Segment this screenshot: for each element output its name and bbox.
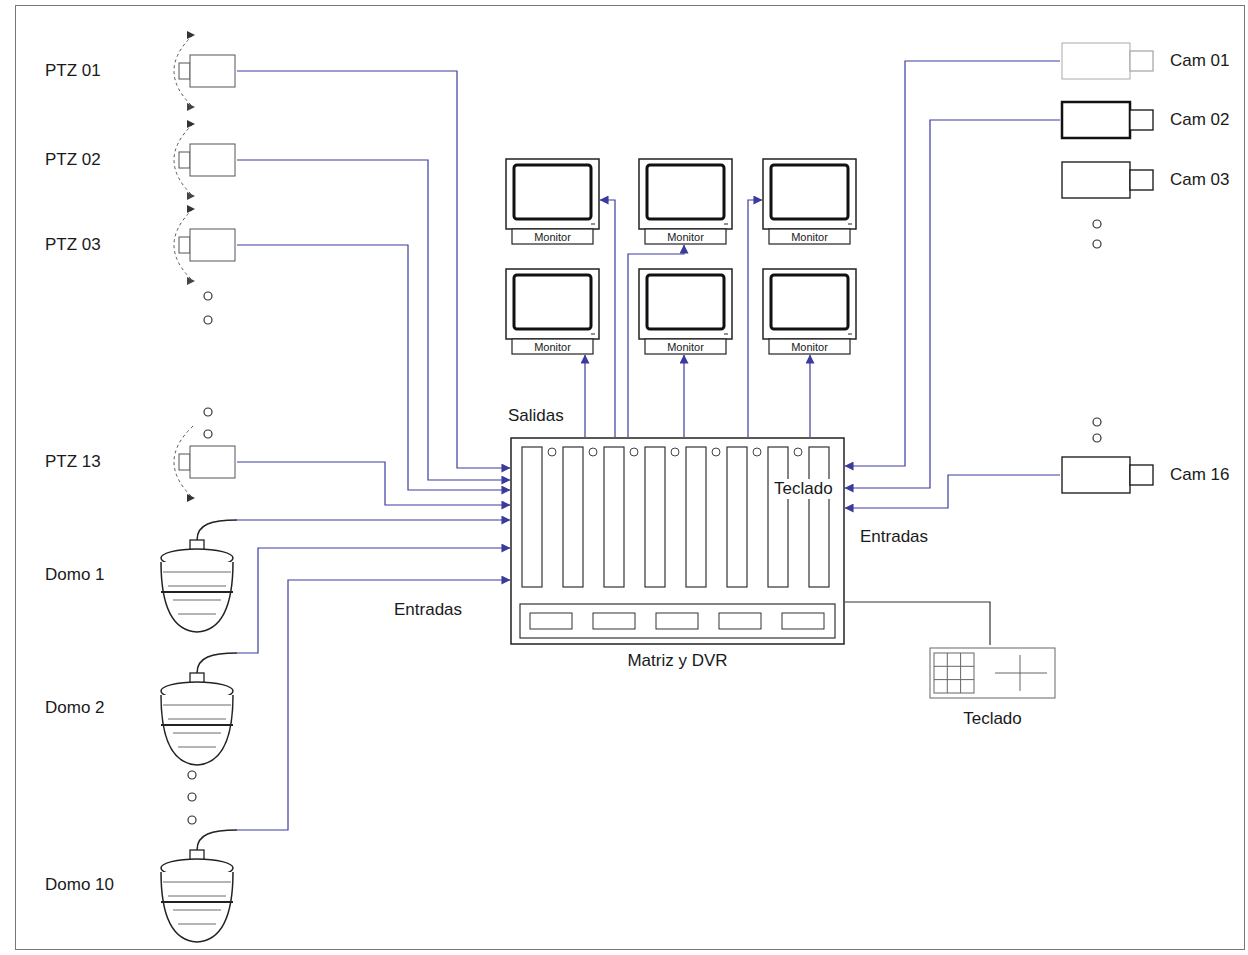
node-label: Teclado (925, 709, 1060, 729)
text-label: Entradas (392, 600, 464, 620)
ptz-camera: PTZ 03 (45, 205, 237, 285)
cable-connector (237, 580, 510, 830)
text-label: Entradas (858, 527, 930, 547)
node-label: Domo 1 (45, 565, 157, 585)
node-label: Cam 16 (1170, 465, 1230, 485)
node-label: Cam 02 (1170, 110, 1230, 130)
cable-connector (237, 245, 510, 490)
fixed-camera: Cam 02 (1060, 100, 1230, 140)
node-label: Domo 2 (45, 698, 157, 718)
node-label: Monitor (505, 341, 600, 353)
monitor: Monitor (762, 158, 857, 245)
fixed-camera: Cam 16 (1060, 455, 1230, 495)
fixed-camera-icon (1060, 455, 1155, 495)
node-label: Cam 03 (1170, 170, 1230, 190)
dome-camera: Domo 10 (45, 822, 237, 947)
node-label: Monitor (762, 341, 857, 353)
cable-connector (600, 200, 615, 437)
cable-connector (845, 475, 1060, 508)
ptz-camera: PTZ 13 (45, 422, 237, 502)
cable-connector (809, 355, 810, 437)
cable-connector (237, 462, 510, 505)
node-label: Monitor (638, 341, 733, 353)
cable-connector (237, 519, 510, 520)
cable-connector (845, 120, 1060, 488)
fixed-camera-icon (1060, 160, 1155, 200)
cable-connector (237, 71, 510, 468)
keyboard: Teclado (925, 645, 1060, 733)
monitor: Monitor (505, 268, 600, 355)
fixed-camera: Cam 03 (1060, 160, 1230, 200)
text-label: Salidas (506, 406, 566, 426)
fixed-camera-icon (1060, 41, 1155, 81)
matrix-dvr: Matriz y DVR (510, 437, 845, 677)
cable-connector (748, 200, 762, 437)
dome-camera: Domo 2 (45, 645, 237, 770)
dome-camera-icon (157, 512, 237, 637)
fixed-camera-icon (1060, 100, 1155, 140)
dome-camera-icon (157, 645, 237, 770)
cable-connector (845, 61, 1060, 466)
cable-connector (683, 355, 684, 437)
matrix-dvr-icon (510, 437, 845, 645)
node-label: PTZ 13 (45, 452, 157, 472)
node-label: Monitor (762, 231, 857, 243)
monitor: Monitor (505, 158, 600, 245)
keyboard-icon (925, 645, 1060, 701)
node-label: Domo 10 (45, 875, 157, 895)
node-label: Monitor (638, 231, 733, 243)
ptz-camera-icon (157, 422, 237, 502)
node-label: Cam 01 (1170, 51, 1230, 71)
ptz-camera-icon (157, 31, 237, 111)
cable-connector (237, 548, 510, 653)
dome-camera-icon (157, 822, 237, 947)
fixed-camera: Cam 01 (1060, 41, 1230, 81)
node-label: Monitor (505, 231, 600, 243)
ptz-camera-icon (157, 120, 237, 200)
monitor: Monitor (638, 268, 733, 355)
monitor: Monitor (762, 268, 857, 355)
text-label: Teclado (772, 479, 835, 499)
ptz-camera: PTZ 01 (45, 31, 237, 111)
node-label: Matriz y DVR (510, 651, 845, 671)
cable-connector (237, 160, 510, 480)
ptz-camera-icon (157, 205, 237, 285)
dome-camera: Domo 1 (45, 512, 237, 637)
ptz-camera: PTZ 02 (45, 120, 237, 200)
node-label: PTZ 01 (45, 61, 157, 81)
node-label: PTZ 03 (45, 235, 157, 255)
monitor: Monitor (638, 158, 733, 245)
cable-connector (584, 355, 585, 437)
cable-connector (845, 602, 990, 645)
node-label: PTZ 02 (45, 150, 157, 170)
